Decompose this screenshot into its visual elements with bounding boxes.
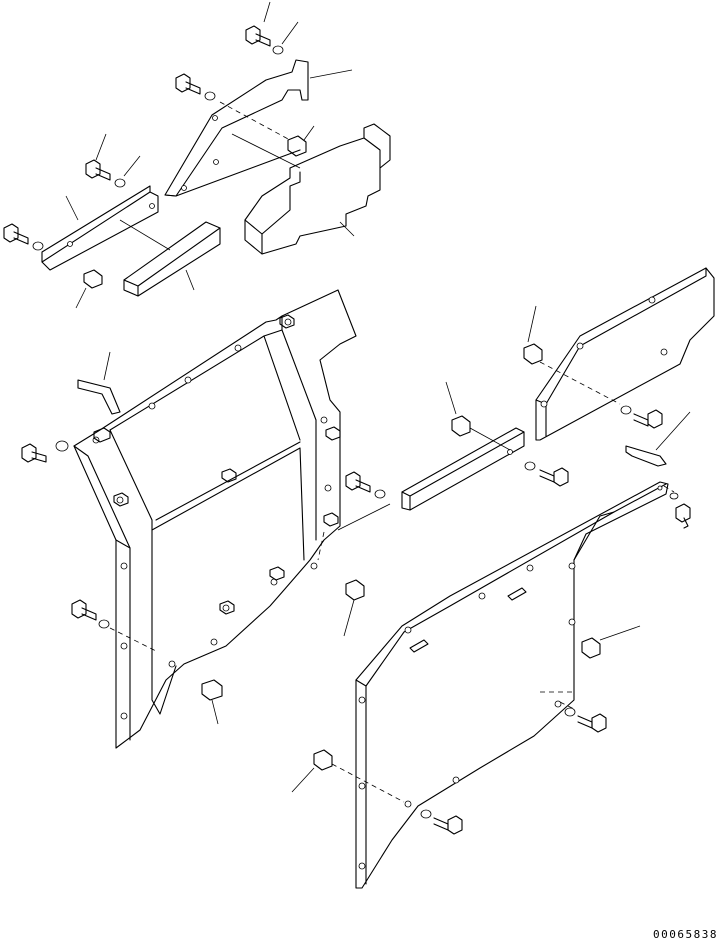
clip-nut [445, 381, 471, 437]
washer [420, 809, 432, 819]
washer [272, 45, 284, 55]
washer [374, 489, 386, 499]
panel-holes [92, 318, 332, 720]
washer [114, 178, 126, 188]
bolt [175, 73, 201, 95]
clip-nut [75, 269, 103, 309]
bolt [71, 599, 97, 621]
bolt [3, 223, 29, 245]
cover-strip [401, 427, 525, 511]
washer [524, 461, 536, 471]
washer [98, 619, 110, 629]
upper-right-cover [535, 267, 715, 441]
clip-nut [201, 679, 223, 725]
top-bracket-assembly [3, 1, 391, 309]
upper-bracket [164, 59, 353, 197]
bolt [85, 159, 111, 181]
washer [669, 492, 679, 500]
washer [204, 91, 216, 101]
flat-strap [41, 185, 159, 271]
washer [32, 241, 44, 251]
drawing-id-code: 00065838 [653, 928, 718, 941]
rubber-strip [119, 219, 221, 297]
bolt [539, 467, 569, 487]
bolt [245, 25, 271, 47]
bolt [675, 503, 691, 529]
spacer-block [244, 123, 391, 255]
clip-nut [291, 749, 333, 793]
bolt [577, 713, 607, 733]
seal-clip [625, 411, 691, 467]
bolt [633, 409, 663, 429]
panel-holes [358, 485, 663, 870]
left-cover-panel [73, 289, 357, 749]
right-cover-panel [355, 481, 669, 889]
bolt [345, 471, 371, 493]
washer [564, 707, 576, 717]
clip-nut [523, 305, 543, 365]
bolt [21, 443, 47, 463]
bolt [433, 815, 463, 835]
washer [620, 405, 632, 415]
seal-clip [77, 351, 121, 415]
clip-nut [343, 579, 365, 637]
washer [55, 440, 69, 452]
clip-nut [287, 125, 315, 157]
